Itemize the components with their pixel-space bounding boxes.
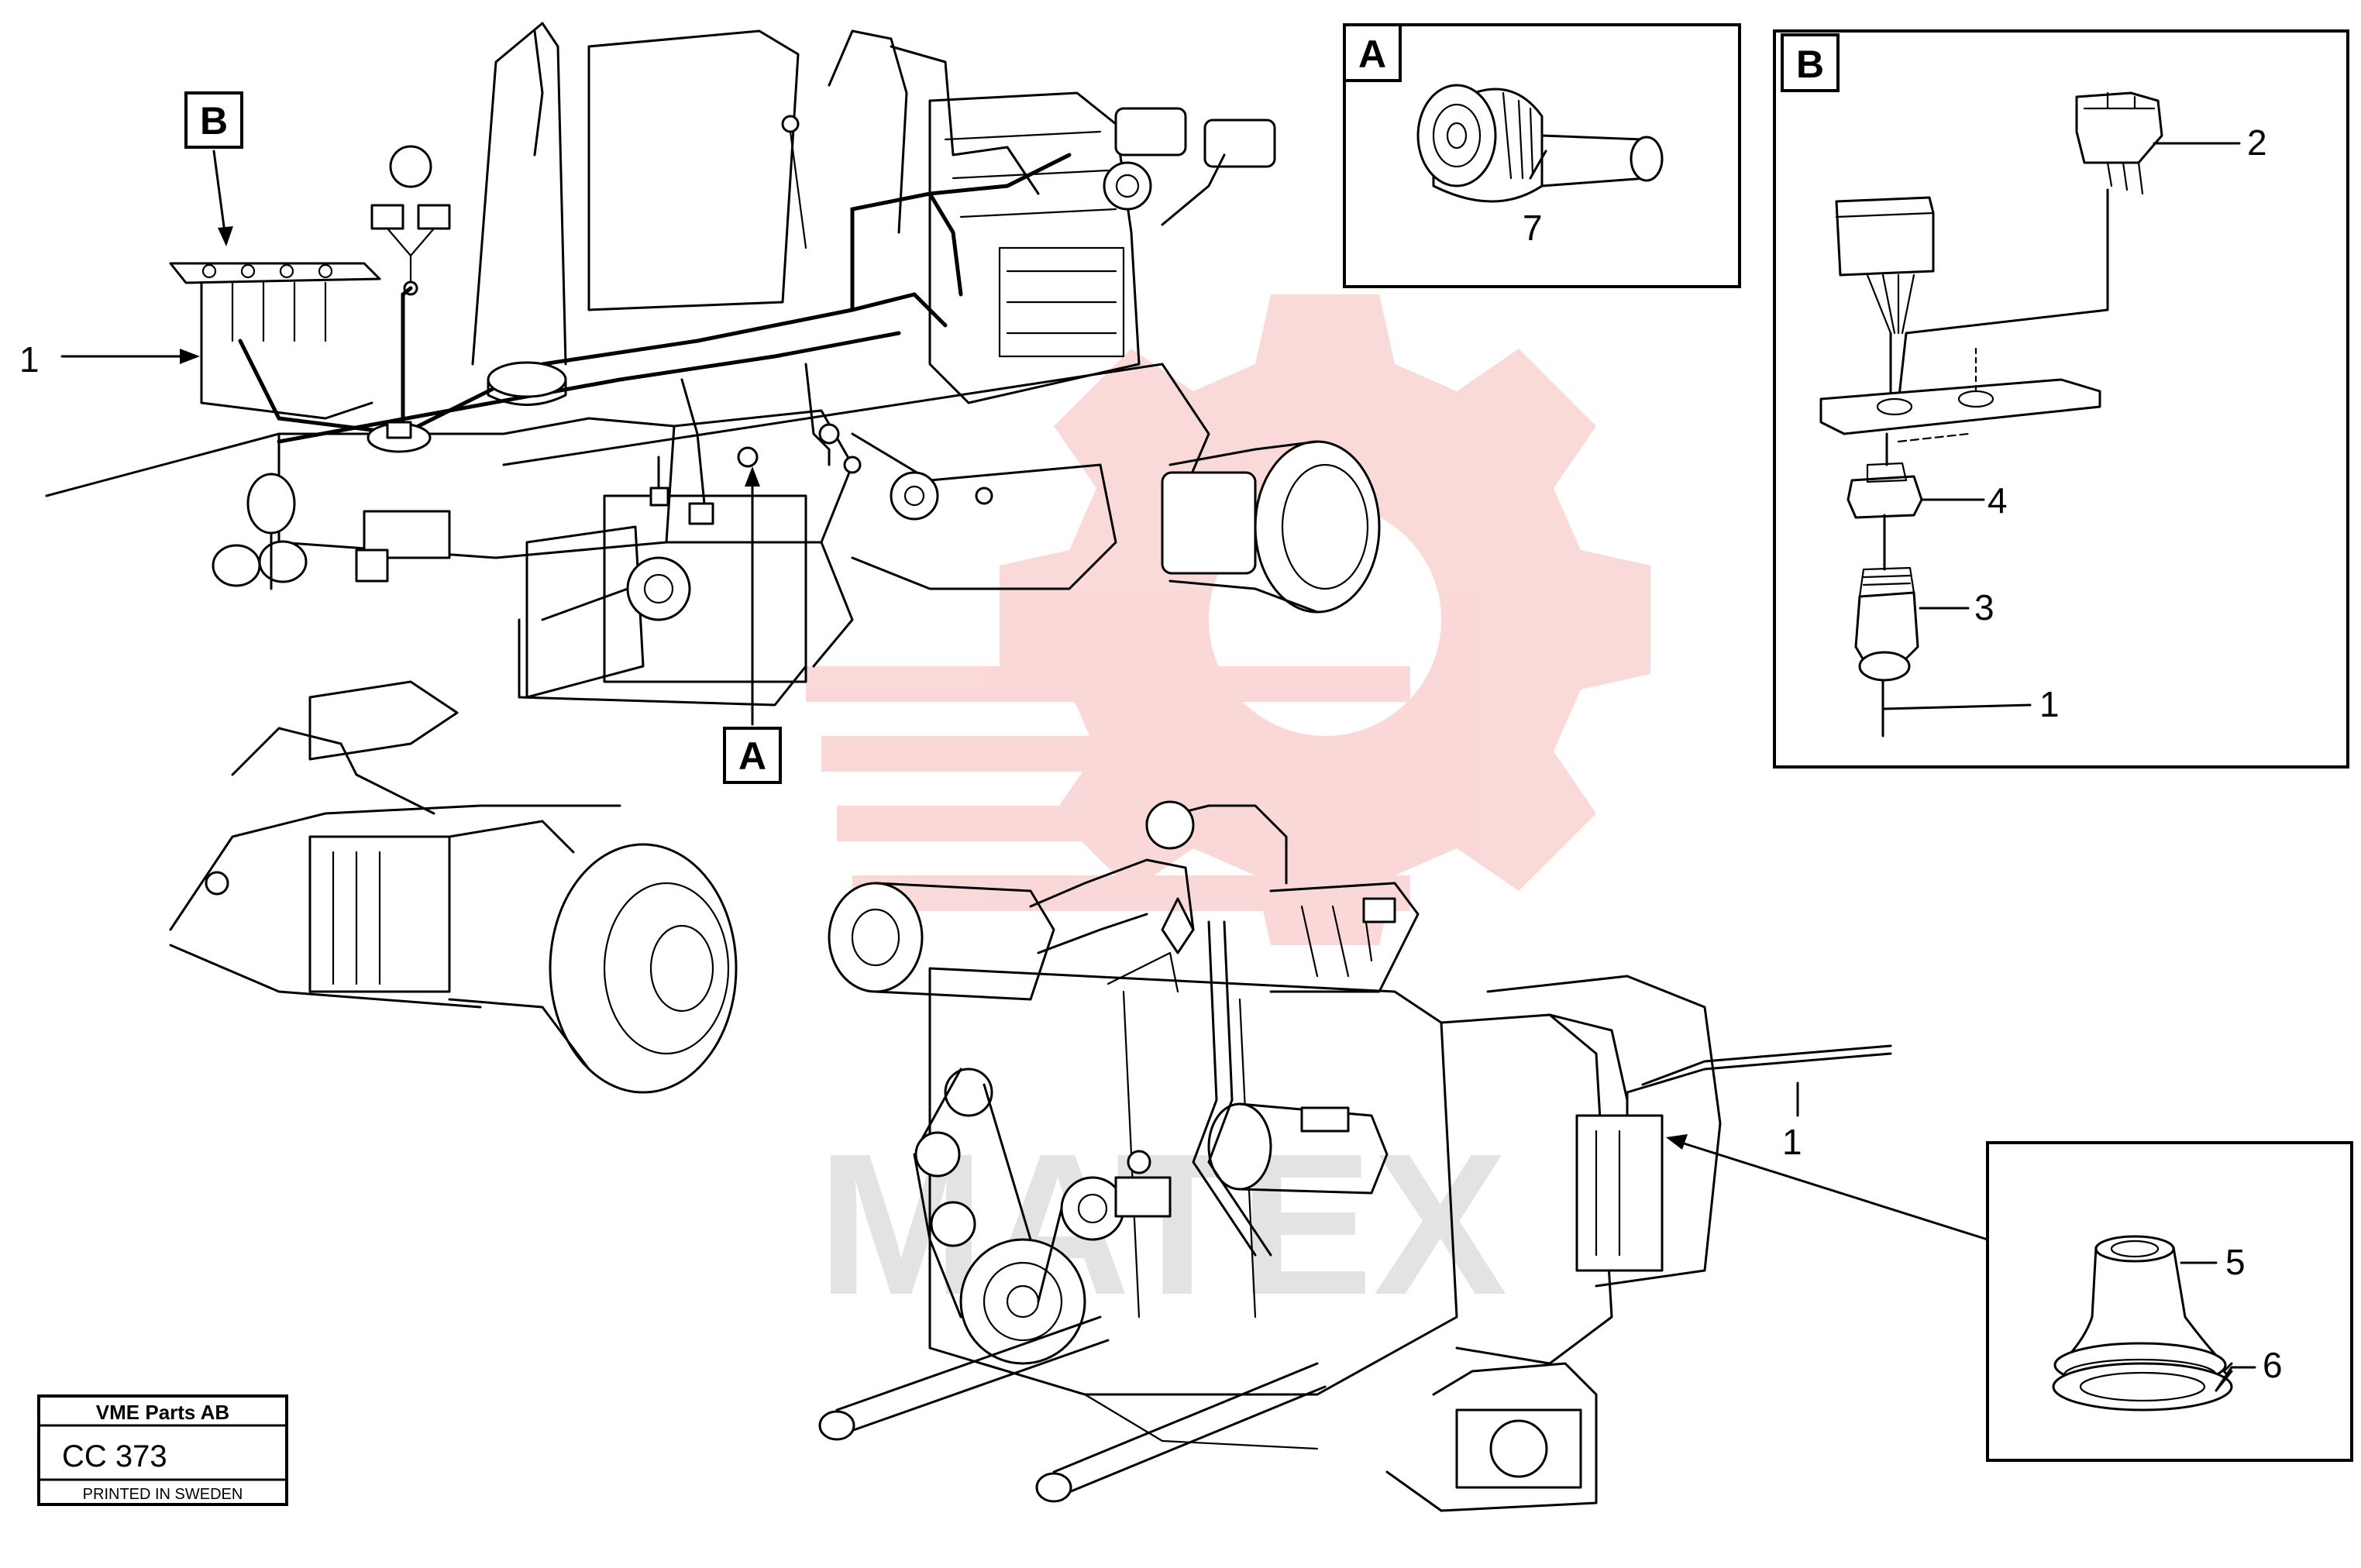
callout-1-lower: 1 — [1782, 1122, 1802, 1162]
title-block: VME Parts AB CC 373 PRINTED IN SWEDEN — [37, 1394, 288, 1506]
watermark-gear — [1000, 294, 1650, 945]
arrow-gland — [1680, 1141, 1989, 1241]
wiring-harness-upper — [169, 115, 1226, 525]
callout-6: 6 — [2263, 1345, 2283, 1385]
detail-gland-frame — [1986, 1141, 2353, 1462]
title-company: VME Parts AB — [96, 1401, 229, 1424]
leader-6b — [2215, 1366, 2256, 1392]
title-code: CC 373 — [62, 1439, 167, 1473]
callout-3: 3 — [1974, 587, 1994, 628]
main-callouts: 1 B A 1 — [19, 91, 1989, 1241]
tag-a-main-box — [723, 727, 782, 784]
callout-1-detail-b: 1 — [2039, 684, 2060, 724]
callout-2: 2 — [2247, 122, 2267, 163]
switch-panel — [169, 262, 381, 284]
callout-5: 5 — [2225, 1242, 2246, 1282]
callout-7: 7 — [1523, 208, 1543, 248]
arrow-b-main — [212, 150, 226, 234]
detail-a: A 7 — [1343, 23, 1741, 288]
engine-assembly — [818, 800, 1892, 1512]
leader-1-detail-b — [1883, 703, 2032, 710]
title-printed: PRINTED IN SWEDEN — [83, 1486, 243, 1503]
detail-cable-gland: 5 6 — [1986, 1141, 2353, 1462]
tag-b-main: B — [200, 99, 228, 143]
callout-1-left: 1 — [19, 339, 40, 380]
upper-frame-assembly — [169, 22, 1381, 1094]
detail-a-tag: A — [1358, 33, 1386, 76]
detail-a-tag-box — [1343, 23, 1402, 82]
detail-b: B 2 4 3 1 — [1773, 29, 2349, 769]
detail-b-tag: B — [1796, 43, 1824, 86]
tag-a-main: A — [738, 734, 766, 778]
detail-a-frame — [1343, 23, 1741, 288]
watermark-gear-logo — [806, 294, 1650, 945]
watermark-stripe — [821, 736, 1410, 772]
harness-leader-line — [45, 432, 280, 497]
watermark-stripe — [852, 875, 1410, 911]
watermark-stripe — [837, 806, 1410, 841]
detail-b-frame — [1773, 29, 2349, 769]
watermark-stripe — [806, 666, 1410, 702]
leader-7 — [1529, 150, 1547, 180]
detail-b-tag-box — [1781, 33, 1840, 92]
callout-4: 4 — [1988, 480, 2008, 521]
tag-b-main-box — [184, 91, 243, 149]
